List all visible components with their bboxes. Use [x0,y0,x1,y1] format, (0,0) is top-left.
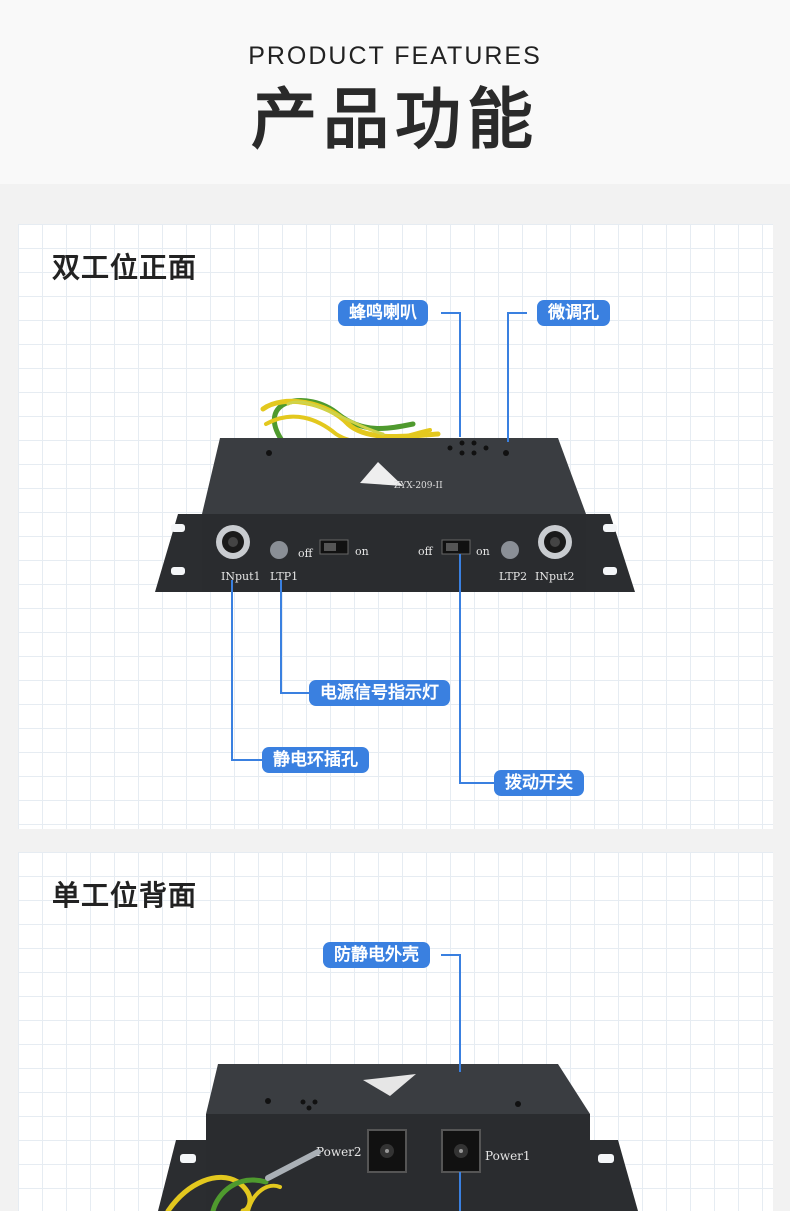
model-label: ZYX-209-II [394,481,443,491]
label-on-1: on [355,545,369,558]
power-jack-2 [367,1129,407,1173]
section-title-back: 单工位背面 [52,879,198,912]
section-title-front: 双工位正面 [52,251,198,284]
toggle-switch-2 [441,539,471,555]
label-housing: 防静电外壳 [323,942,430,968]
device-front-face [202,514,586,592]
label-ltp1: LTP1 [270,570,298,583]
label-input2: INput2 [535,570,575,583]
page-header: PRODUCT FEATURES 产品功能 [0,0,790,184]
front-device-illustration: ZYX-209-II INput1 LTP1 off [155,398,635,592]
label-power1: Power1 [485,1149,531,1163]
leader-trim-v [507,312,509,442]
leader-trim-h [507,312,527,314]
front-panel-section: 双工位正面 ZYX- [18,224,773,829]
speaker-grille [447,440,489,456]
label-power2: Power2 [316,1145,362,1159]
device-top-face [202,438,586,514]
leader-speaker-h [441,312,460,314]
esd-logo [360,462,403,486]
wrist-strap-jack-1 [216,525,250,559]
leader-switch-h [459,782,495,784]
mounting-flanges-back [158,1140,638,1211]
label-input1: INput1 [221,570,261,583]
leader-switch-v [459,554,461,783]
led-ltp1 [270,541,288,559]
header-title: 产品功能 [251,81,539,158]
toggle-switch-1 [319,539,349,555]
mounting-flanges [155,514,635,592]
label-ltp2: LTP2 [499,570,527,583]
back-device-illustration: Power2 Power1 [158,1064,638,1211]
label-signal-light: 电源信号指示灯 [309,680,450,706]
leader-power-v [459,1172,461,1211]
label-off-1: off [298,547,314,560]
esd-logo-back [363,1074,416,1096]
ground-wire-illustration [260,398,441,445]
label-toggle-switch: 拨动开关 [494,770,584,796]
leader-housing-v [459,954,461,1072]
led-ltp2 [501,541,519,559]
header-subtitle: PRODUCT FEATURES [248,42,542,70]
label-trim-hole: 微调孔 [537,300,610,326]
label-off-2: off [418,545,434,558]
wrist-strap-jack-2 [538,525,572,559]
power-jack-1 [441,1129,481,1173]
speaker-grille-back [300,1099,318,1111]
ground-wire-illustration-back [165,1149,321,1211]
back-panel-section: 单工位背面 Pow [18,852,773,1211]
label-on-2: on [476,545,490,558]
leader-housing-h [441,954,460,956]
label-wrist-jack: 静电环插孔 [262,747,369,773]
leader-jack-v [231,580,233,760]
label-speaker: 蜂鸣喇叭 [338,300,428,326]
leader-speaker-v [459,312,461,437]
leader-jack-h [231,759,263,761]
leader-light-v [280,580,282,693]
leader-light-h [280,692,310,694]
